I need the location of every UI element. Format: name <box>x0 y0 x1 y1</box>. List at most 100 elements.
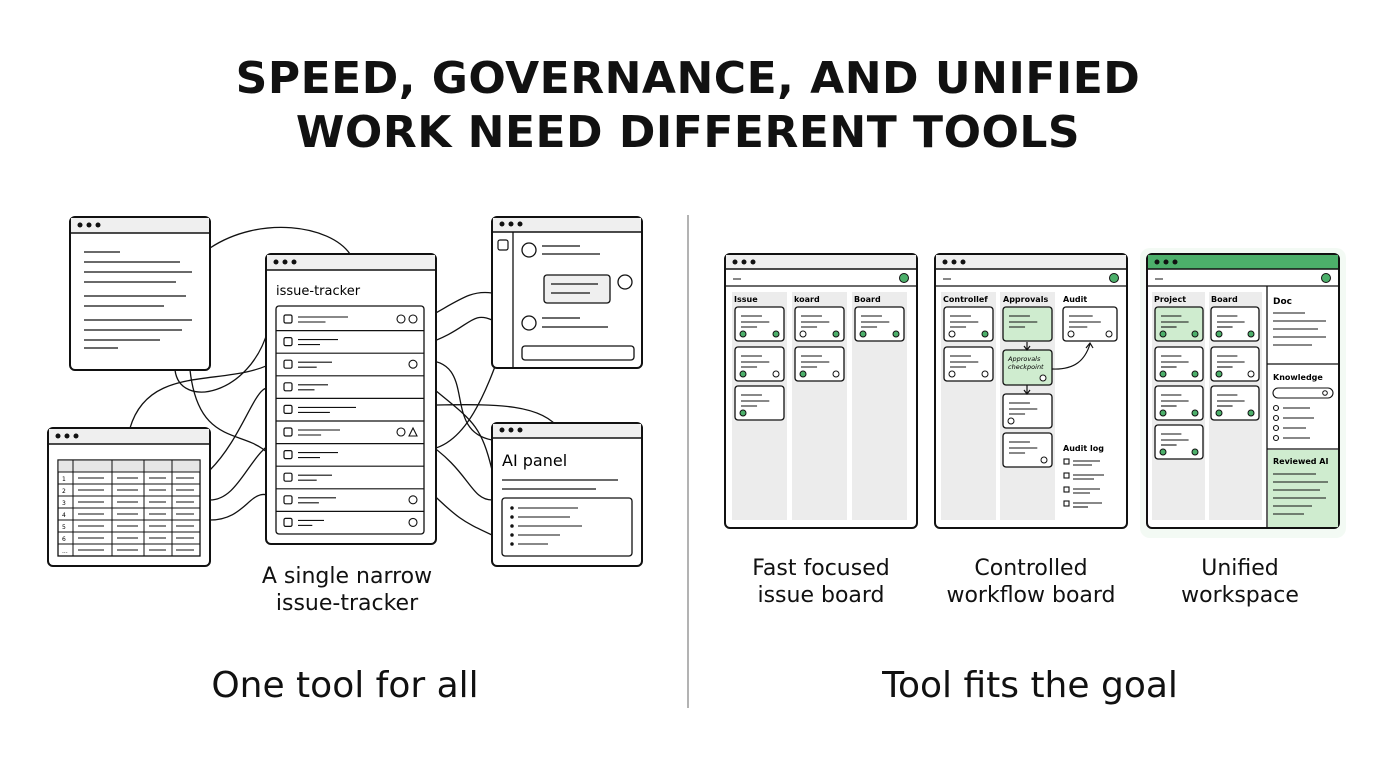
board1-col-koard: koard <box>794 295 820 304</box>
doc-panel-title: Doc <box>1273 297 1292 307</box>
card-status-dot <box>1191 370 1199 378</box>
workflow-arrows <box>1023 341 1094 395</box>
priority-icon <box>408 314 418 324</box>
card-status-dot <box>1040 456 1048 464</box>
chat-window <box>491 216 643 369</box>
card-status-dot <box>832 330 840 338</box>
board2-caption: Controlled workflow board <box>916 555 1146 609</box>
tracker-row-checkbox <box>283 314 293 324</box>
sheet-row-number: ... <box>62 548 68 555</box>
board1-cards <box>734 306 905 421</box>
tracker-row-checkbox <box>283 382 293 392</box>
tracker-row-checkbox <box>283 337 293 347</box>
card-status-dot <box>1247 370 1255 378</box>
card-status-dot <box>1247 330 1255 338</box>
sheet-row-number: 2 <box>62 488 66 495</box>
approvals-checkpoint-card: Approvals checkpoint <box>1002 349 1053 386</box>
sheet-row-number: 6 <box>62 536 66 543</box>
ai-panel-title: AI panel <box>502 451 567 470</box>
card-status-dot <box>948 330 956 338</box>
tracker-row-checkbox <box>283 472 293 482</box>
board3-col-project: Project <box>1154 295 1186 304</box>
main-title: SPEED, GOVERNANCE, AND UNIFIED WORK NEED… <box>0 52 1376 160</box>
ai-panel-window: AI panel <box>491 422 643 567</box>
board3-caption: Unified workspace <box>1130 555 1350 609</box>
card-status-dot <box>1191 448 1199 456</box>
tracker-row-status-icon <box>408 517 418 527</box>
tracker-row-status-icon <box>396 314 406 324</box>
tracker-row-checkbox <box>283 427 293 437</box>
tracker-rows <box>276 314 424 528</box>
sheet-row-number: 1 <box>62 476 66 483</box>
card-status-dot <box>892 330 900 338</box>
spreadsheet-window: 1 2 3 4 5 6... <box>47 427 211 567</box>
card-status-dot <box>1007 417 1015 425</box>
warning-icon <box>408 426 418 437</box>
card-status-dot <box>1159 448 1167 456</box>
controlled-workflow-board: Controllef Approvals Audit Approvals che… <box>934 253 1128 529</box>
tracker-row-checkbox <box>283 517 293 528</box>
card-status-dot <box>1159 330 1167 338</box>
board1-caption-line-1: Fast focused <box>752 556 890 581</box>
card-status-dot <box>1247 409 1255 417</box>
spreadsheet-rows: 1 2 3 4 5 6... <box>58 476 200 557</box>
board1-caption-line-2: issue board <box>757 583 885 608</box>
fast-issue-board: Issue koard Board <box>724 253 918 529</box>
board3-cards <box>1154 306 1260 460</box>
reviewed-ai-lines <box>1273 473 1328 515</box>
issue-tracker-window: issue-tracker <box>265 253 437 545</box>
card-status-dot <box>1191 330 1199 338</box>
doc-panel-lines <box>1273 312 1326 346</box>
card-status-dot <box>1159 370 1167 378</box>
card-status-dot <box>1067 330 1075 338</box>
card-status-dot <box>1159 409 1167 417</box>
board1-col-board: Board <box>854 295 881 304</box>
board2-cards <box>943 306 1118 468</box>
card-status-dot <box>739 409 747 417</box>
card-status-dot <box>948 370 956 378</box>
card-status-dot <box>1215 409 1223 417</box>
sheet-row-number: 4 <box>62 512 66 519</box>
board3-caption-line-1: Unified <box>1201 556 1279 581</box>
tracker-row-checkbox <box>283 450 293 460</box>
unified-workspace: Project Board Doc Knowledge <box>1140 248 1346 538</box>
card-status-dot <box>739 370 747 378</box>
audit-log-label: Audit log <box>1063 444 1104 453</box>
title-line-2: WORK NEED DIFFERENT TOOLS <box>295 107 1081 158</box>
title-line-1: SPEED, GOVERNANCE, AND UNIFIED <box>235 53 1141 104</box>
knowledge-panel-title: Knowledge <box>1273 373 1323 382</box>
audit-log-items <box>1063 458 1104 508</box>
board3-caption-line-2: workspace <box>1181 583 1299 608</box>
tracker-row-checkbox <box>283 404 293 414</box>
board2-caption-line-2: workflow board <box>946 583 1116 608</box>
issue-tracker-title: issue-tracker <box>276 284 361 299</box>
knowledge-list <box>1272 404 1314 442</box>
card-status-dot <box>1215 330 1223 338</box>
tracker-row-checkbox <box>283 495 293 505</box>
tracker-caption: A single narrow issue-tracker <box>222 563 472 617</box>
left-section-label: One tool for all <box>211 665 479 706</box>
card-status-dot <box>799 370 807 378</box>
sheet-row-number: 5 <box>62 524 66 531</box>
card-status-dot <box>772 330 780 338</box>
card-status-dot <box>799 330 807 338</box>
sheet-row-number: 3 <box>62 500 66 507</box>
card-status-dot <box>859 330 867 338</box>
card-status-dot <box>981 330 989 338</box>
search-icon <box>1322 390 1328 396</box>
card-status-dot <box>739 330 747 338</box>
tracker-caption-line-1: A single narrow <box>261 564 433 589</box>
tracker-row-status-icon <box>408 495 418 505</box>
reviewed-ai-title: Reviewed AI <box>1273 457 1328 466</box>
knowledge-search-box <box>1272 387 1334 399</box>
card-status-dot <box>981 370 989 378</box>
board3-col-board: Board <box>1211 295 1238 304</box>
tracker-row-status-icon <box>396 427 406 437</box>
board-card <box>1002 306 1053 342</box>
tracker-row-status-icon <box>408 359 418 369</box>
checkpoint-label-1: Approvals <box>1007 355 1041 363</box>
board2-col-controllef: Controllef <box>943 295 988 304</box>
card-status-dot <box>772 370 780 378</box>
